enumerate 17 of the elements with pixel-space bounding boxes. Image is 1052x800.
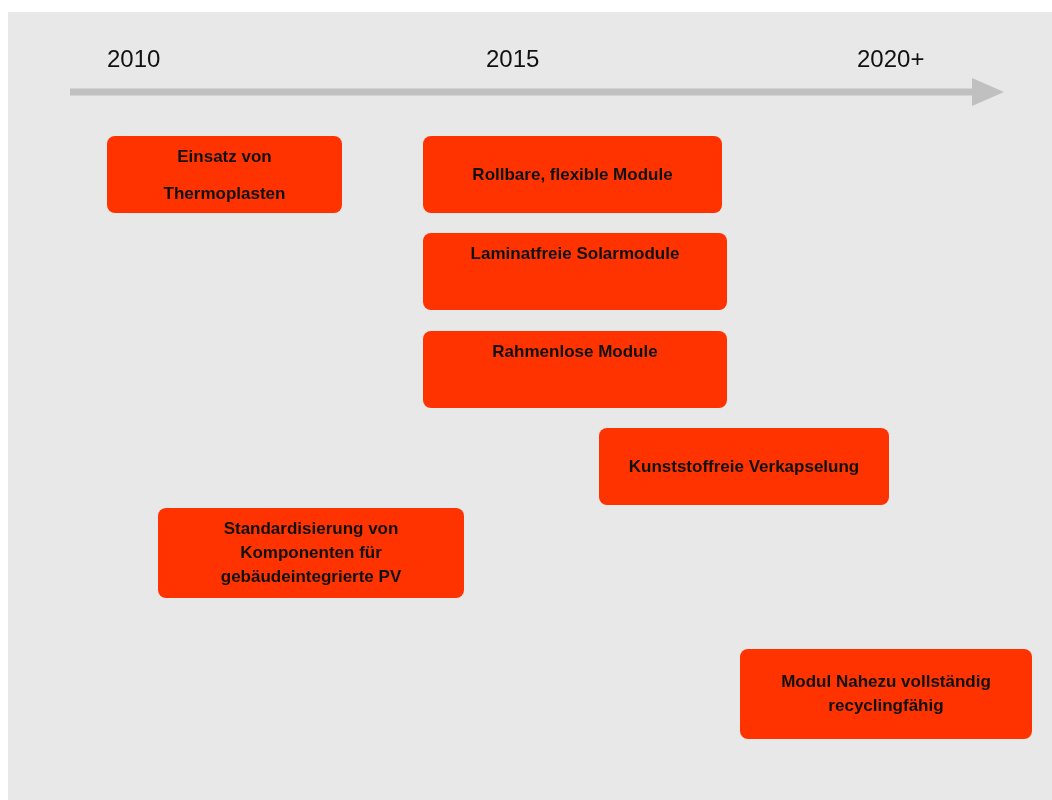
milestone-text: Rollbare, flexible Module <box>472 164 673 186</box>
milestone-text: Laminatfreie Solarmodule <box>470 243 680 265</box>
timeline-box <box>423 331 727 408</box>
milestone-text: Kunststoffreie Verkapselung <box>628 456 860 478</box>
timeline-box <box>740 649 1032 739</box>
timeline-box <box>158 508 464 598</box>
timeline-box <box>423 233 727 310</box>
timeline-box <box>599 428 889 505</box>
milestone-text: Standardisierung von Komponenten für gebäudeintegrierte PV <box>219 518 403 588</box>
timeline-box <box>107 136 342 213</box>
year-label: 2010 <box>107 45 161 73</box>
year-label: 2015 <box>486 45 540 73</box>
milestone-text: Rahmenlose Module <box>492 341 658 363</box>
milestone-text: Modul Nahezu vollständig recyclingfähig <box>780 671 992 717</box>
timeline-box <box>423 136 722 213</box>
year-label: 2020+ <box>857 45 925 73</box>
milestone-text: Einsatz von Thermoplasten <box>162 145 287 205</box>
